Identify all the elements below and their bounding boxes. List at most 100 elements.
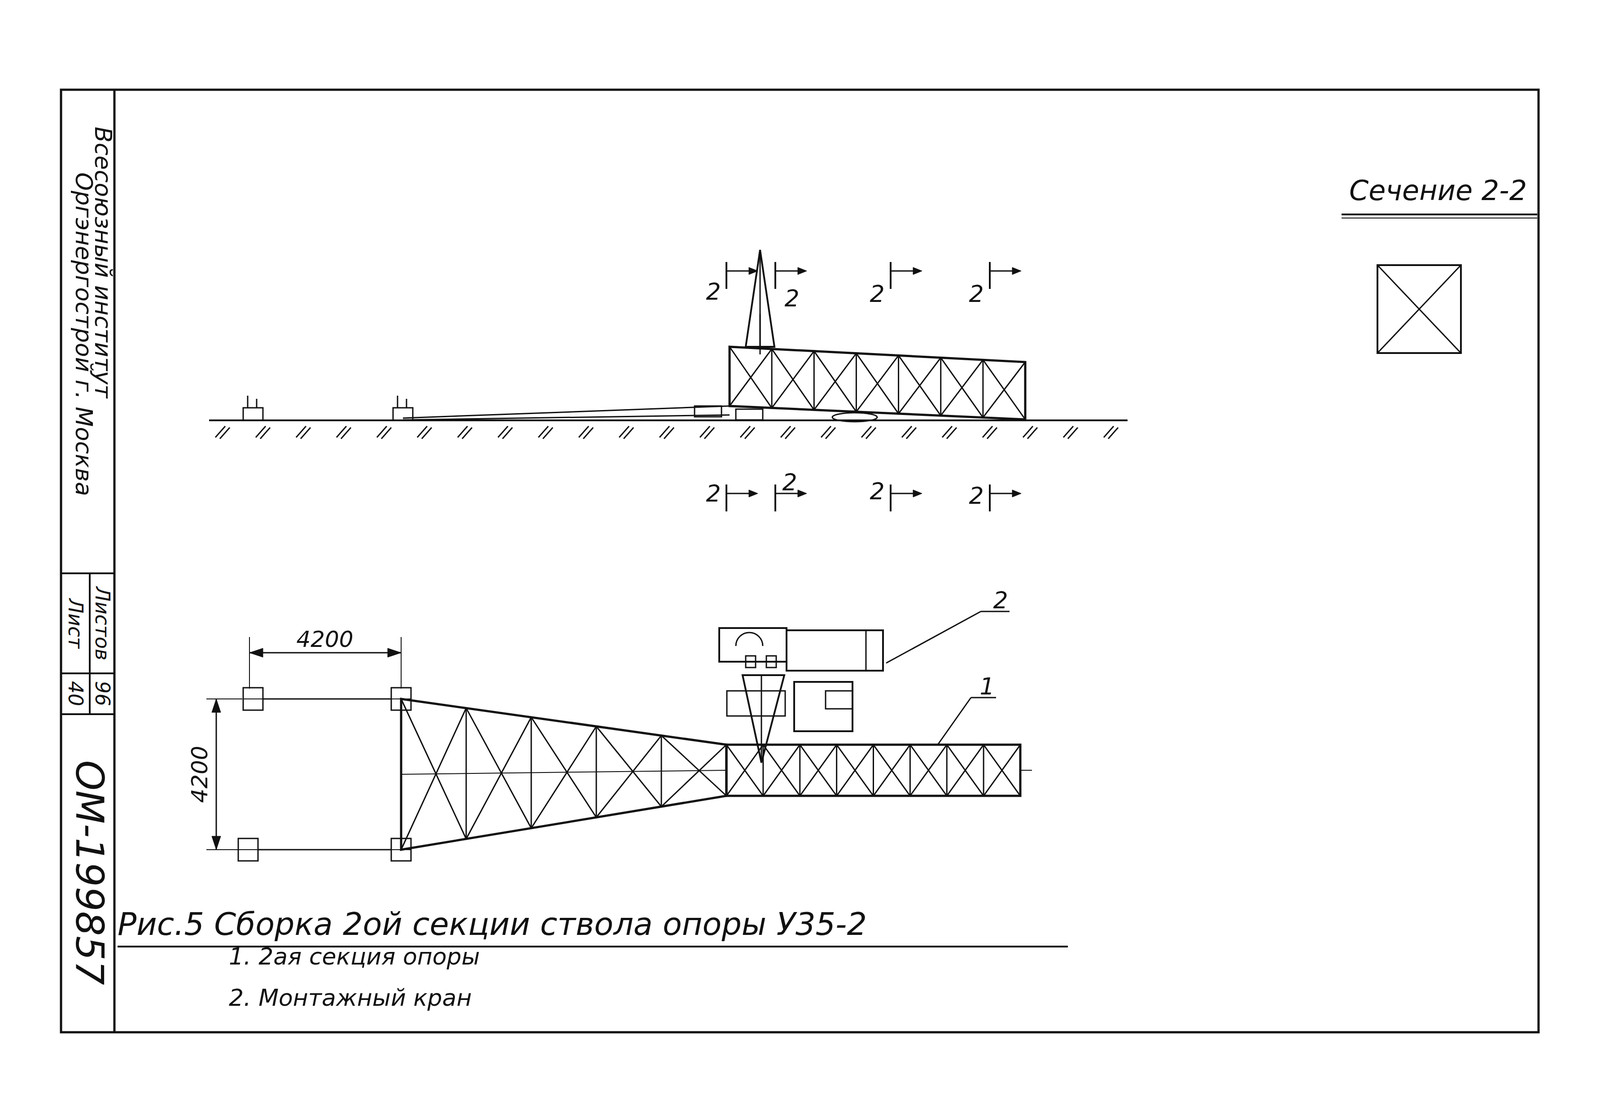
ground-hatch <box>942 426 953 438</box>
truss-brace <box>940 357 984 418</box>
truss-brace <box>983 362 1026 418</box>
truss-brace <box>531 717 597 818</box>
truss-brace <box>763 744 800 796</box>
truss-brace <box>726 744 764 796</box>
stamp-line <box>61 672 115 675</box>
ground-hatch <box>1108 427 1119 439</box>
crane-part <box>825 690 853 709</box>
truss-post <box>982 359 984 418</box>
dimension-arrow <box>211 836 221 850</box>
ground-hatch <box>417 426 428 438</box>
section-arrowhead <box>913 267 923 275</box>
section-mark-label: 2 <box>705 279 721 304</box>
crane-part <box>766 655 777 668</box>
crane-part <box>745 655 756 668</box>
legend-note: 2. Монтажный кран <box>228 986 472 1010</box>
ground-hatch <box>260 427 271 439</box>
truss-post <box>897 355 900 414</box>
support-block <box>694 406 722 417</box>
section-arrowhead <box>1012 489 1022 498</box>
section-mark-label: 2 <box>968 282 984 306</box>
truss-brace <box>873 744 911 796</box>
dimension: 4200 <box>296 628 354 651</box>
truss-brace <box>836 744 874 796</box>
stamp-line <box>88 573 91 715</box>
ground-hatch <box>664 427 674 439</box>
truss-post <box>939 357 942 416</box>
ground-hatch <box>906 427 917 439</box>
section-title: Сечение 2-2 <box>1349 176 1527 205</box>
ground-hatch <box>825 427 836 439</box>
anchor-bolt <box>247 395 249 408</box>
ground-hatch <box>623 427 634 439</box>
truss-brace <box>800 744 837 796</box>
ground-hatch <box>946 427 957 439</box>
ground-hatch <box>1103 426 1114 438</box>
truss-brace <box>771 351 814 409</box>
tower-section-side <box>729 346 1026 420</box>
axis-line <box>1020 769 1032 771</box>
anchor-bolt <box>397 395 399 408</box>
section-arrowhead <box>797 267 807 275</box>
truss-brace <box>836 744 874 796</box>
hook-line <box>759 314 761 355</box>
ground-hatch <box>219 427 230 439</box>
section-mark-label: 2 <box>784 286 800 311</box>
ground-hatch <box>498 426 508 438</box>
crane-boom-plan <box>742 675 785 763</box>
ground-hatch <box>542 427 553 439</box>
crane-cabin <box>794 681 853 732</box>
footing <box>243 407 263 421</box>
section-arrowhead <box>1012 267 1022 275</box>
ground-hatch <box>744 427 755 439</box>
extension-line <box>206 698 243 700</box>
truss-post <box>946 744 948 796</box>
cross-section-diag <box>1377 265 1461 354</box>
ground-hatch <box>376 426 387 438</box>
ground-hatch <box>583 427 594 439</box>
truss-brace <box>856 353 899 415</box>
footing-plan <box>238 838 258 862</box>
truss-brace <box>466 717 532 840</box>
truss-post <box>983 744 985 796</box>
tower-section-plan <box>726 744 1021 796</box>
ground-hatch <box>865 427 876 439</box>
section-arrowhead <box>748 489 758 498</box>
truss-brace <box>873 744 911 796</box>
ground-hatch <box>619 426 630 438</box>
stamp-line <box>61 713 115 716</box>
footing-plan-line <box>238 849 258 851</box>
truss-brace <box>909 744 947 796</box>
anchor-bolt <box>406 398 408 408</box>
footing-line <box>257 849 392 851</box>
ground-hatch <box>901 426 912 438</box>
title-underline <box>1341 213 1538 216</box>
truss-brace <box>983 359 1026 420</box>
section-mark <box>725 262 728 289</box>
footing-plan <box>243 687 263 711</box>
dimension-arrow <box>211 699 221 713</box>
extension-line <box>249 637 250 689</box>
ground-hatch <box>462 427 473 439</box>
cross-section-diag <box>1377 265 1461 354</box>
ground-hatch <box>215 426 226 438</box>
ground-hatch <box>982 426 993 438</box>
footing-plan-line <box>243 698 263 700</box>
ground-hatch <box>457 426 468 438</box>
truss-brace <box>983 744 1021 796</box>
section-mark <box>725 484 728 512</box>
truss-post <box>872 744 875 796</box>
section-mark-label: 2 <box>869 479 885 503</box>
truss-brace <box>898 355 941 416</box>
truss-post <box>771 349 773 408</box>
ground-hatch <box>821 426 831 438</box>
section-mark <box>988 484 991 512</box>
lower-section-plan <box>401 699 727 850</box>
section-mark <box>988 262 991 289</box>
organization-name: Оргэнергострой г. Москва <box>72 172 96 497</box>
section-mark-label: 2 <box>968 484 984 508</box>
truss-brace <box>813 353 857 411</box>
ground-hatch <box>502 427 513 439</box>
section-mark <box>889 484 892 512</box>
truss-post <box>855 353 857 412</box>
